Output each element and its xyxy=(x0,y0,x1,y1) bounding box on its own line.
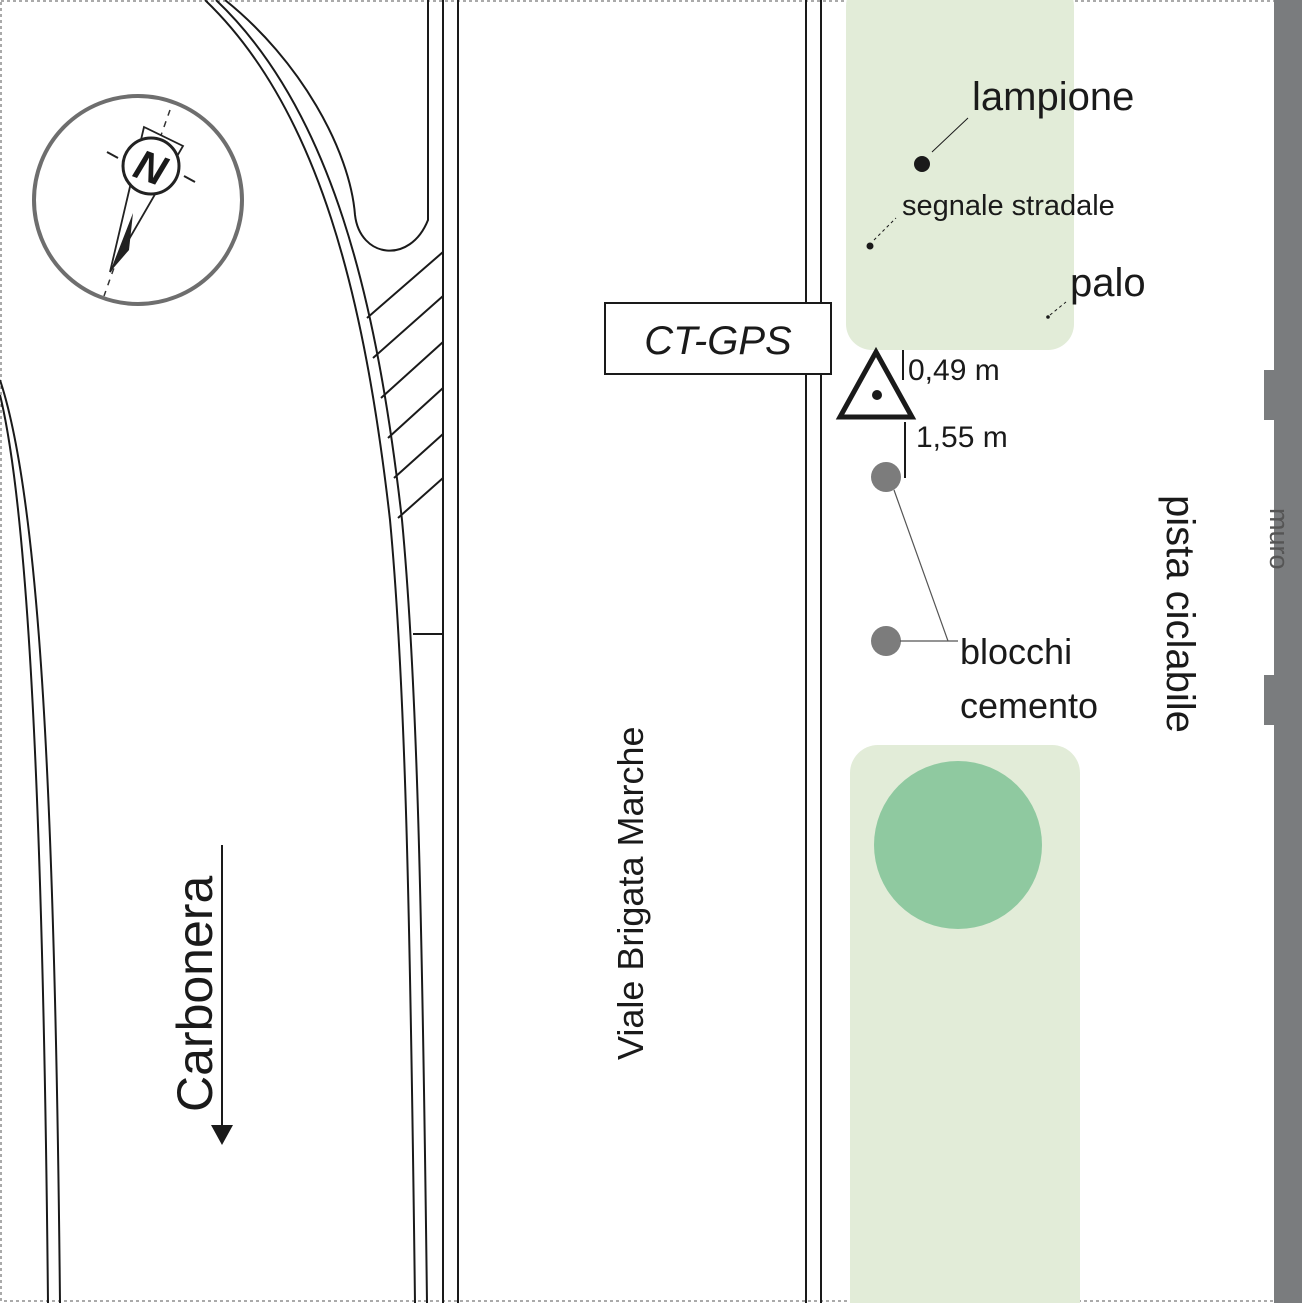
lampione-leader xyxy=(931,117,969,153)
concrete-block-icon xyxy=(871,462,901,492)
lampione-label: lampione xyxy=(972,75,1134,119)
road-edge-lines xyxy=(442,0,822,1303)
station-label: CT-GPS xyxy=(644,319,792,363)
wall xyxy=(1264,0,1302,1303)
concrete-block-icon xyxy=(871,626,901,656)
north-arrow-compass-icon: N xyxy=(32,94,244,306)
measurement-lines xyxy=(902,350,906,478)
blocchi-label-line1: blocchi xyxy=(960,631,1072,672)
blocchi-leader xyxy=(893,489,949,642)
grass-verge-north xyxy=(846,0,1074,350)
street-label-viale: Viale Brigata Marche xyxy=(610,726,651,1060)
distance-to-palo: 0,49 m xyxy=(908,354,1000,387)
muro-label: muro xyxy=(1264,508,1294,570)
curved-ramp-lines xyxy=(0,0,443,1303)
tree-icon xyxy=(874,761,1042,929)
blocchi-label-line2: cemento xyxy=(960,685,1098,726)
palo-icon xyxy=(1046,315,1050,319)
gps-benchmark-icon xyxy=(835,346,917,420)
hatched-island xyxy=(366,251,444,519)
segnale-leader xyxy=(873,217,897,241)
street-label-carbonera: Carbonera xyxy=(167,876,223,1112)
arrow-down-icon xyxy=(211,1125,233,1145)
station-label-box xyxy=(604,302,832,375)
lampione-icon xyxy=(914,156,930,172)
segnale-stradale-icon xyxy=(866,242,874,250)
segnale-label: segnale stradale xyxy=(902,190,1115,222)
distance-to-blocchi: 1,55 m xyxy=(916,421,1008,454)
palo-label: palo xyxy=(1070,261,1146,305)
pista-ciclabile-label: pista ciclabile xyxy=(1158,495,1202,733)
